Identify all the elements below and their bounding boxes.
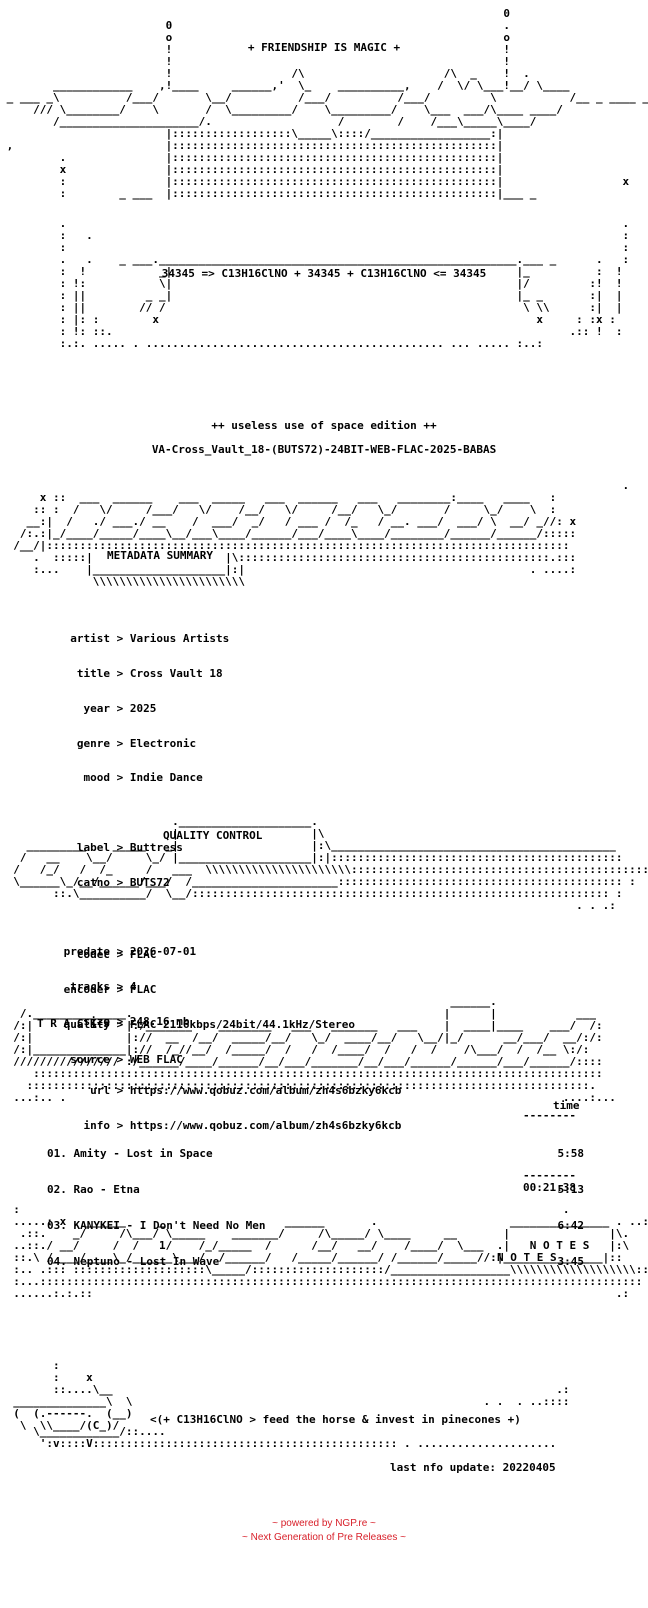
metadata-row: predate > 2026-07-01 xyxy=(63,945,197,959)
tracktimes: 5:58 5:13 6:42 3:45 xyxy=(540,1124,585,1292)
track-row: 03. KANYKEI - I Don't Need No Men xyxy=(47,1219,266,1232)
metadata-row: mood > Indie Dance xyxy=(83,771,203,785)
url-link[interactable]: https://www.qobuz.com/album/zh4s6bzky6kc… xyxy=(129,1084,402,1098)
metadata-row: catno > BUTS72 xyxy=(76,875,170,889)
track-row: 04. Neptuno - Lost In Wave xyxy=(47,1255,220,1268)
metadata-title: METADATA SUMMARY xyxy=(107,549,213,562)
metadata-row: info > https://www.qobuz.com/album/zh4s6… xyxy=(83,1119,402,1133)
quality-title: QUALITY CONTROL xyxy=(163,829,263,842)
quality-row: encoder > FLAC xyxy=(63,982,157,996)
metadata-row: url > https://www.qobuz.com/album/zh4s6b… xyxy=(90,1084,402,1098)
metadata-row: year > 2025 xyxy=(83,701,157,715)
header-frame-art: . . : . : : xyxy=(59,217,630,350)
time-header: time xyxy=(553,1099,580,1112)
metadata-list: artist > Various Artists title > Cross V… xyxy=(0,610,402,1155)
metadata-section-art: . x :: ___ ______ ___ _____ ___ ______ _… xyxy=(13,479,630,588)
metadata-row: title > Cross Vault 18 xyxy=(76,666,223,680)
total-time: 00:21:38 xyxy=(523,1181,576,1194)
tracks-section-art: ______. /.______________. | | ___ /:| |:… xyxy=(13,995,616,1104)
header-ascii-art: 0 0 . o o ! xyxy=(6,7,648,200)
track-row: 02. Rao - Etna xyxy=(47,1183,140,1196)
metadata-row: genre > Electronic xyxy=(76,736,197,750)
track-time: 6:42 xyxy=(557,1219,585,1232)
last-update: last nfo update: 20220405 xyxy=(390,1461,556,1474)
quality-row: codec > FLAC xyxy=(76,948,157,962)
formula-line: 34345 => C13H16ClNO + 34345 + C13H16ClNO… xyxy=(161,267,487,280)
ngp-tagline: ~ Next Generation of Pre Releases ~ xyxy=(242,1532,406,1543)
metadata-row: size > 248.16 mb xyxy=(83,1014,190,1028)
time-rule: -------- xyxy=(523,1109,576,1122)
notes-title: N O T E S xyxy=(497,1251,557,1264)
metadata-row: tracks > 4 xyxy=(70,980,137,993)
footer-boat-art: : : x ::....\__ .: ______________\ \ . .… xyxy=(13,1359,570,1432)
quality-row: quality > FLAC 2116kbps/24bit/44.1kHz/St… xyxy=(63,1017,356,1031)
quality-section-art: .____________________. | |\ _________ __… xyxy=(13,815,648,912)
powered-by[interactable]: ~ powered by NGP.re ~ xyxy=(272,1518,376,1529)
release-name: VA-Cross_Vault_18-(BUTS72)-24BIT-WEB-FLA… xyxy=(151,443,497,456)
friendship-banner: + FRIENDSHIP IS MAGIC + xyxy=(247,41,401,54)
track-time: 5:13 xyxy=(557,1183,585,1196)
edition-line: ++ useless use of space edition ++ xyxy=(211,419,437,432)
quality-row: source > WEB FLAC xyxy=(70,1052,183,1066)
total-rule: -------- xyxy=(523,1169,576,1182)
tracklist: 01. Amity - Lost in Space 02. Rao - Etna… xyxy=(47,1124,266,1292)
metadata-row: artist > Various Artists xyxy=(70,632,230,646)
track-row: 01. Amity - Lost in Space xyxy=(47,1147,213,1160)
info-link[interactable]: https://www.qobuz.com/album/zh4s6bzky6kc… xyxy=(129,1119,402,1133)
track-time: 5:58 xyxy=(557,1147,585,1160)
footer-rule-art: \____________/::.... ':v::::V:::::::::::… xyxy=(33,1425,557,1450)
tracks-title: T R A C K S xyxy=(37,1017,110,1030)
track-time: 3:45 xyxy=(557,1255,585,1268)
footer-tagline: <(+ C13H16ClNO > feed the horse & invest… xyxy=(150,1413,521,1426)
metadata-row: label > Buttress xyxy=(76,840,183,854)
notes-section-art: : . .....: x ______ _ ______ . _________… xyxy=(13,1203,648,1300)
quality-list: codec > FLAC encoder > FLAC quality > FL… xyxy=(0,926,355,1088)
